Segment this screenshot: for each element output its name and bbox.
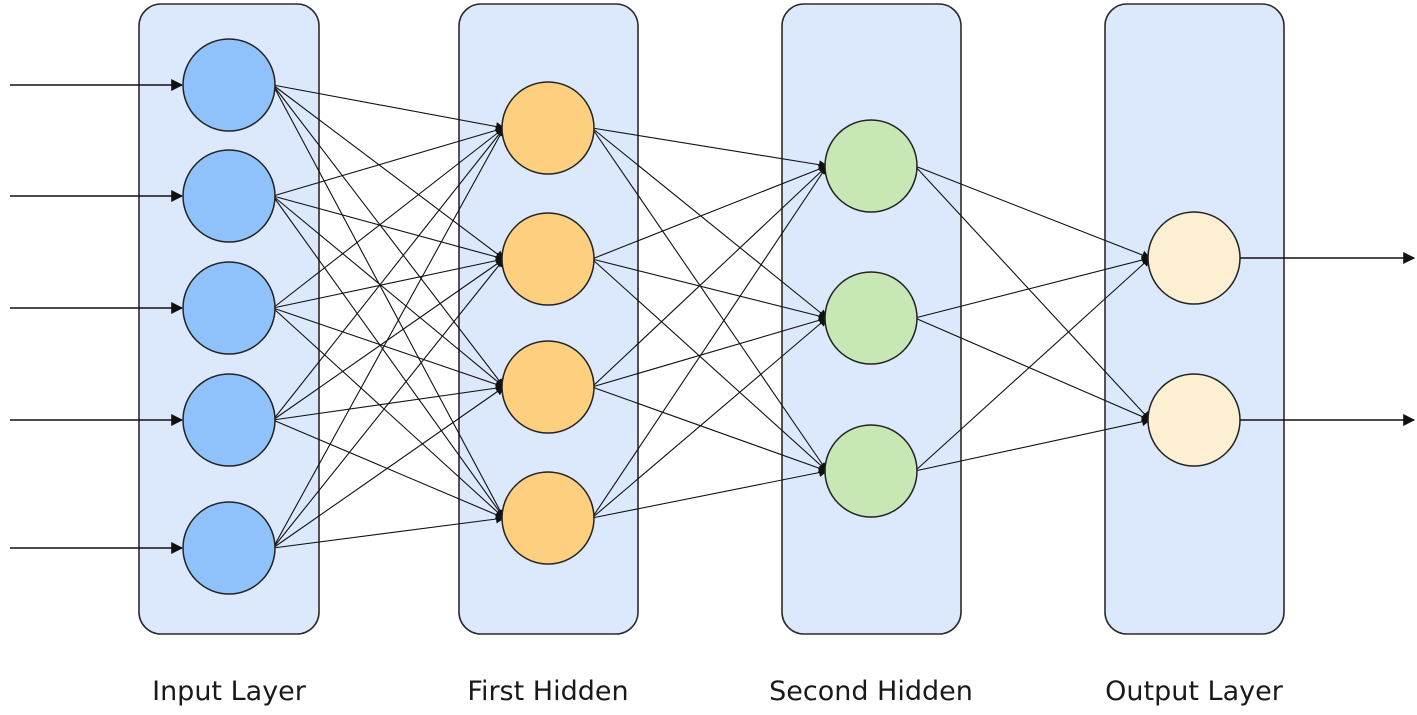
node-input-3	[182, 261, 276, 355]
edge-hidden2-1-to-output-1	[914, 165, 1151, 260]
node-output-2	[1147, 373, 1241, 467]
node-hidden1-2	[501, 212, 595, 306]
node-input-4	[182, 373, 276, 467]
edge-input-3-to-hidden1-1	[272, 127, 505, 309]
connection-edges	[272, 84, 1151, 549]
node-input-1	[182, 38, 276, 132]
edge-input-2-to-hidden1-1	[272, 125, 505, 197]
layer-panel-output	[1104, 3, 1285, 635]
edge-hidden2-3-to-output-1	[914, 257, 1151, 472]
node-hidden2-2	[824, 271, 918, 365]
edge-input-5-to-hidden1-3	[272, 386, 505, 549]
edge-input-4-to-hidden1-1	[272, 127, 505, 421]
node-hidden1-3	[501, 340, 595, 434]
edge-input-3-to-hidden1-4	[272, 307, 505, 519]
edge-hidden2-2-to-output-1	[914, 255, 1151, 319]
edge-input-1-to-hidden1-3	[272, 84, 505, 388]
edge-hidden2-1-to-output-2	[914, 165, 1151, 421]
edge-input-4-to-hidden1-4	[272, 419, 505, 519]
label-input-layer: Input Layer	[152, 676, 307, 707]
edge-input-1-to-hidden1-1	[272, 84, 505, 131]
edge-hidden1-2-to-hidden2-3	[591, 258, 828, 472]
node-hidden2-1	[824, 119, 918, 213]
edge-hidden1-2-to-hidden2-1	[591, 164, 828, 260]
label-output-layer: Output Layer	[1105, 676, 1284, 707]
edge-input-5-to-hidden1-1	[272, 127, 505, 549]
edge-hidden1-4-to-hidden2-3	[591, 468, 828, 519]
edge-hidden1-1-to-hidden2-2	[591, 127, 828, 319]
edge-input-2-to-hidden1-3	[272, 195, 505, 388]
layer-panel-first-hidden	[458, 3, 639, 635]
node-output-1	[1147, 211, 1241, 305]
io-arrows	[10, 79, 1416, 554]
edge-hidden2-3-to-output-2	[914, 417, 1151, 472]
node-input-5	[182, 501, 276, 595]
edge-hidden1-4-to-hidden2-2	[591, 317, 828, 519]
edge-input-1-to-hidden1-4	[272, 84, 505, 519]
edge-hidden2-2-to-output-2	[914, 317, 1151, 421]
edge-input-3-to-hidden1-3	[272, 307, 505, 389]
edge-hidden1-1-to-hidden2-3	[591, 127, 828, 472]
edge-hidden1-2-to-hidden2-2	[591, 258, 828, 321]
edge-hidden1-3-to-hidden2-1	[591, 165, 828, 388]
node-hidden2-3	[824, 424, 918, 518]
edge-input-4-to-hidden1-2	[272, 258, 505, 421]
edge-input-2-to-hidden1-4	[272, 195, 505, 519]
label-second-hidden: Second Hidden	[769, 676, 973, 707]
label-first-hidden: First Hidden	[467, 676, 628, 707]
node-input-2	[182, 149, 276, 243]
network-nodes	[182, 38, 1241, 595]
node-hidden1-1	[501, 81, 595, 175]
edge-hidden1-4-to-hidden2-1	[591, 165, 828, 519]
edge-hidden1-3-to-hidden2-3	[591, 386, 828, 473]
edge-hidden1-1-to-hidden2-1	[591, 127, 828, 170]
edge-input-1-to-hidden1-2	[272, 84, 505, 260]
edge-input-5-to-hidden1-2	[272, 258, 505, 549]
edge-input-5-to-hidden1-4	[272, 514, 505, 549]
edge-input-3-to-hidden1-2	[272, 256, 505, 309]
node-hidden1-4	[501, 471, 595, 565]
edge-hidden1-3-to-hidden2-2	[591, 315, 828, 388]
edge-input-2-to-hidden1-2	[272, 195, 505, 262]
